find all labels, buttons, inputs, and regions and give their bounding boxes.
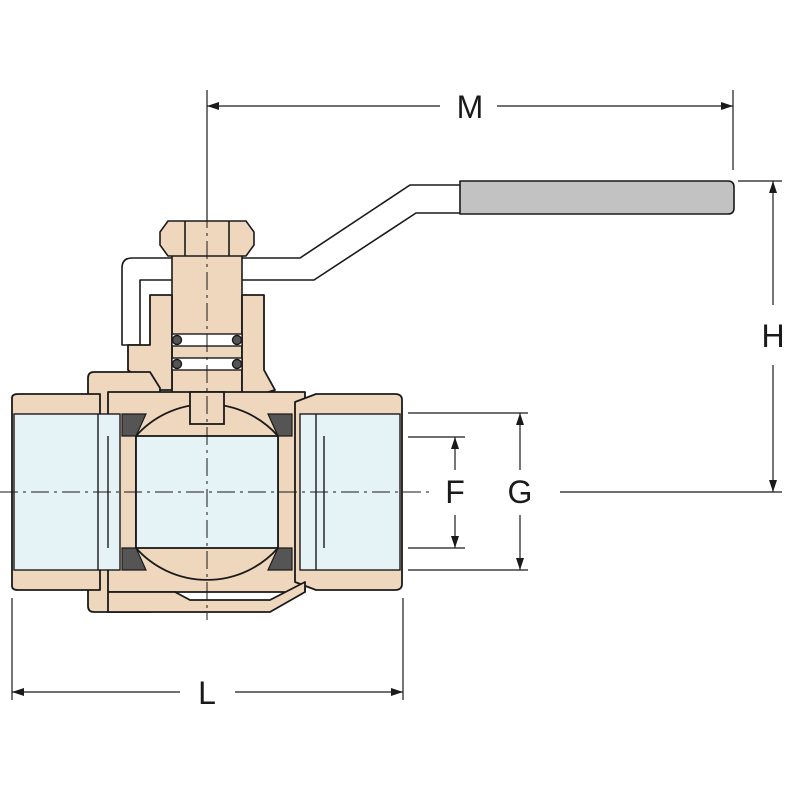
label-l: L	[198, 675, 216, 711]
label-h: H	[761, 318, 784, 354]
dim-f-arrow-top	[451, 437, 459, 449]
dim-l-arrow-right	[391, 688, 403, 696]
dim-h-arrow-bottom	[769, 480, 777, 492]
seal-bottom-right	[267, 547, 293, 571]
lever-grip	[459, 180, 735, 215]
dim-g-arrow-bottom	[516, 558, 524, 570]
label-g: G	[508, 474, 533, 510]
seat-seals	[121, 413, 293, 571]
dim-h-arrow-top	[769, 181, 777, 193]
dim-l-arrow-left	[12, 688, 24, 696]
dimension-f	[408, 436, 465, 549]
stem-o-rings	[171, 333, 243, 371]
o-ring-upper-right	[231, 334, 243, 346]
body-bottom-sweep	[107, 581, 306, 613]
seal-top-left	[121, 413, 147, 437]
dim-m-arrow-left	[207, 102, 219, 110]
dimension-g	[408, 412, 528, 571]
handle-lever	[121, 180, 735, 346]
o-ring-lower-left	[171, 358, 183, 370]
seal-top-right	[267, 413, 293, 437]
hex-nut	[159, 220, 255, 257]
seal-bottom-left	[121, 547, 147, 571]
label-m: M	[457, 89, 484, 125]
dim-m-arrow-right	[721, 102, 733, 110]
lever-arm	[121, 184, 463, 346]
bonnet-right-wall	[241, 294, 276, 401]
dim-f-arrow-bottom	[451, 536, 459, 548]
o-ring-upper-left	[171, 334, 183, 346]
o-ring-lower-right	[231, 358, 243, 370]
dim-g-arrow-top	[516, 413, 524, 425]
centerlines	[0, 210, 430, 620]
label-f: F	[445, 474, 465, 510]
dimension-h	[560, 180, 782, 493]
dimension-l	[11, 598, 404, 700]
